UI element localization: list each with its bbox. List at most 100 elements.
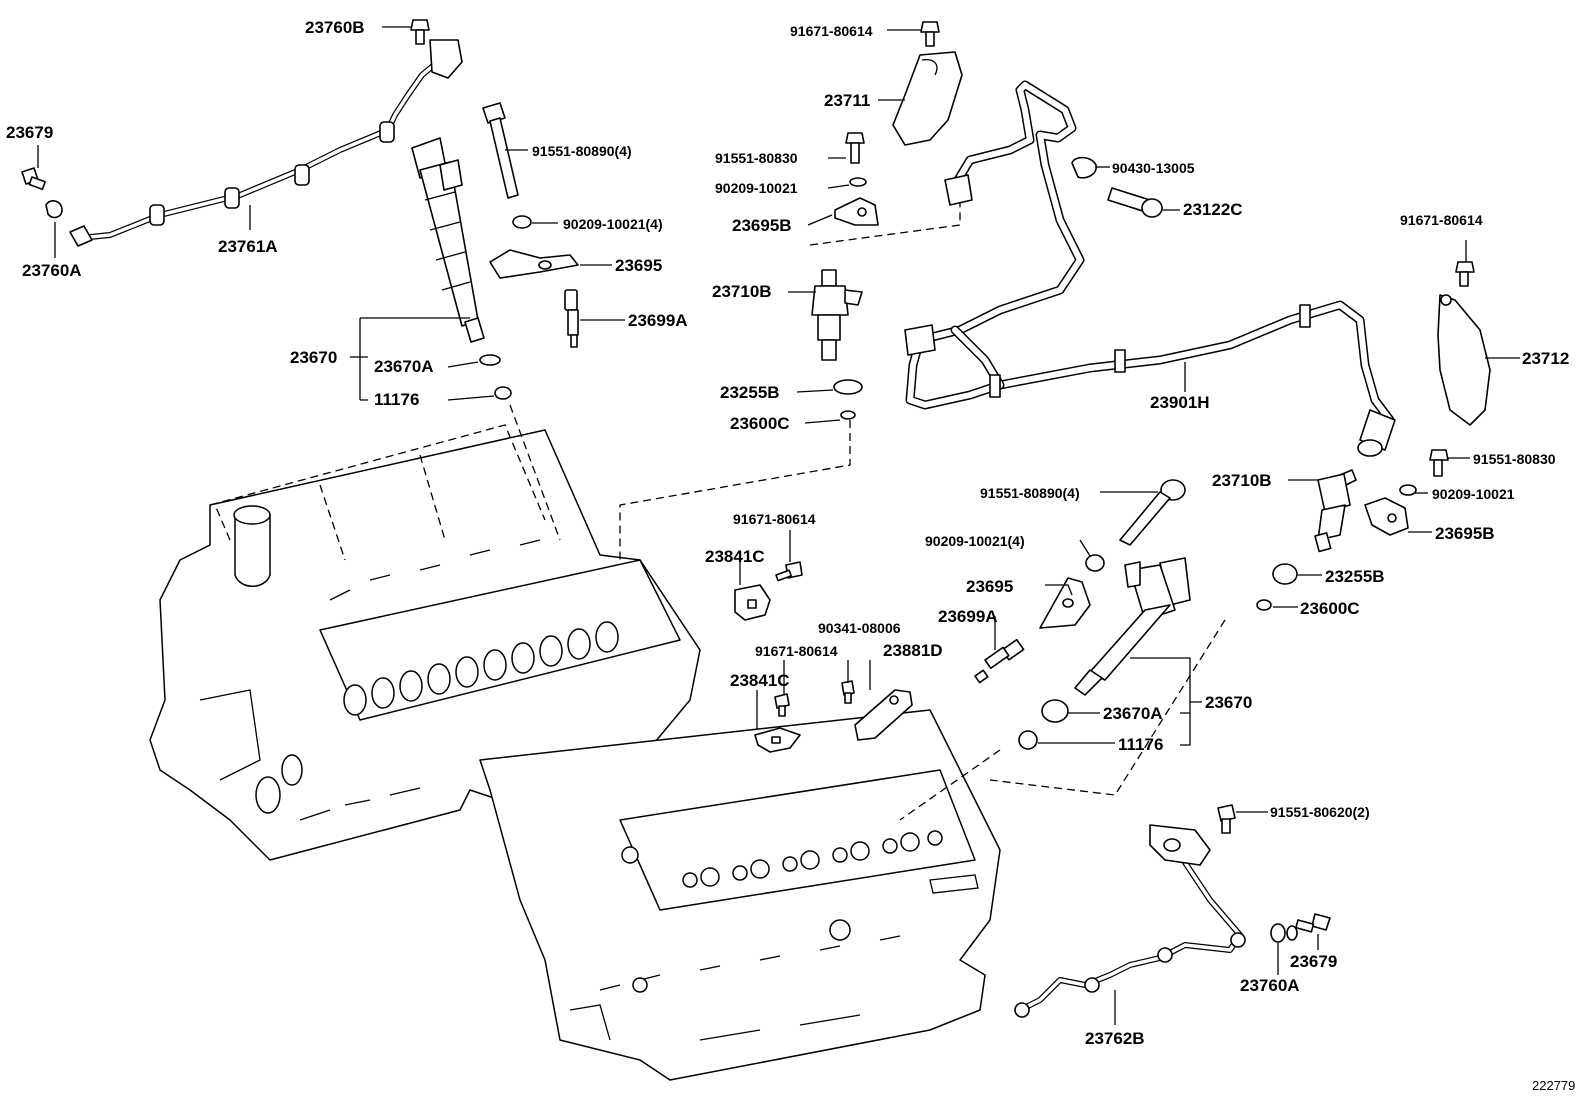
- bolt-90341-08006: [841, 680, 855, 704]
- leader-lines: [37, 26, 1520, 1025]
- gasket-11176-right: [1018, 730, 1038, 750]
- bolt-23679-left: [21, 167, 46, 191]
- callout-23679-right: 23679: [1290, 952, 1337, 971]
- callout-23699a-left: 23699A: [628, 311, 688, 330]
- bolt-23122c: [1107, 187, 1163, 218]
- clamp-23760a-left: [45, 200, 63, 219]
- diagram-id: 222779: [1532, 1078, 1575, 1093]
- callout-91551-80830-center: 91551-80830: [715, 150, 798, 166]
- washer-90209-10021-left: [512, 215, 532, 229]
- callout-23679-left: 23679: [6, 123, 53, 142]
- clamp-23695-right: [1039, 577, 1091, 629]
- sensor-23699a-left: [564, 289, 579, 348]
- callout-23122c: 23122C: [1183, 200, 1243, 219]
- injector-23670-right: [1074, 557, 1191, 696]
- hose-23901h: [904, 80, 1396, 457]
- callout-23841c-top: 23841C: [705, 547, 765, 566]
- callout-23600c-right: 23600C: [1300, 599, 1360, 618]
- callout-23600c-center: 23600C: [730, 414, 790, 433]
- wire-harness-23761a: [69, 39, 463, 247]
- washer-90209-10021-center: [849, 177, 867, 187]
- bracket-23841c-bottom: [754, 727, 801, 753]
- oring-23600c-center: [840, 410, 856, 420]
- callout-23695b-center: 23695B: [732, 216, 792, 235]
- callout-23670-right: 23670: [1205, 693, 1252, 712]
- ring-23255b-right: [1272, 563, 1298, 585]
- callout-23881d: 23881D: [883, 641, 943, 660]
- callout-23762b: 23762B: [1085, 1029, 1145, 1048]
- bolt-91671-80614-bracket-top: [775, 561, 803, 582]
- callout-91671-80614-top: 91671-80614: [790, 23, 873, 39]
- callout-23711: 23711: [824, 91, 870, 110]
- phantom-lines: [209, 200, 1226, 821]
- bolt-91551-80830-center: [845, 132, 865, 164]
- callout-23710b-right: 23710B: [1212, 471, 1272, 490]
- washer-90209-10021-right-4: [1085, 554, 1105, 572]
- callout-23670-left: 23670: [290, 348, 337, 367]
- bracket-23881d: [854, 689, 913, 741]
- bolt-23679-right: [1295, 913, 1331, 933]
- callout-23695-left: 23695: [615, 256, 662, 275]
- bolt-91551-80830-right: [1429, 449, 1449, 477]
- ring-23255b-center: [833, 379, 863, 395]
- callout-23901h: 23901H: [1150, 393, 1210, 412]
- clamp-23760a-right: [1270, 923, 1298, 943]
- right-head-ports: [682, 830, 943, 888]
- bolt-91671-80614-right: [1455, 261, 1475, 287]
- heat-shield-23711: [892, 51, 963, 146]
- callout-90209-10021-4-left: 90209-10021(4): [563, 216, 663, 232]
- wire-harness-23762b: [1014, 824, 1246, 1018]
- gasket-11176-left: [494, 386, 512, 400]
- bolt-91671-80614-top: [920, 21, 940, 47]
- callout-11176-left: 11176: [374, 390, 419, 409]
- callout-91551-80890-left: 91551-80890(4): [532, 143, 632, 159]
- callout-91671-80614-bracket-top: 91671-80614: [733, 511, 816, 527]
- callout-23760a-left: 23760A: [22, 261, 82, 280]
- sensor-23699a-right: [974, 638, 1025, 684]
- callout-23695-right: 23695: [966, 577, 1013, 596]
- callout-23255b-right: 23255B: [1325, 567, 1385, 586]
- callout-23699a-right: 23699A: [938, 607, 998, 626]
- bolt-91551-80890-left: [482, 102, 519, 199]
- bracket-23841c-top: [734, 584, 771, 621]
- callout-23761a: 23761A: [218, 237, 278, 256]
- washer-90209-10021-right: [1399, 484, 1417, 496]
- callout-91671-80614-bracket-bottom: 91671-80614: [755, 643, 838, 659]
- callout-91671-80614-right: 91671-80614: [1400, 212, 1483, 228]
- oring-23670a-right: [1041, 699, 1069, 723]
- callout-23760a-right: 23760A: [1240, 976, 1300, 995]
- callout-23841c-bottom: 23841C: [730, 671, 790, 690]
- injector-23670-left: [411, 137, 485, 343]
- callout-90209-10021-4-right: 90209-10021(4): [925, 533, 1025, 549]
- callout-23670a-right: 23670A: [1103, 704, 1163, 723]
- injector-23710b-center: [811, 269, 863, 361]
- left-head-ports: [343, 621, 619, 716]
- callout-11176-right: 11176: [1118, 735, 1163, 754]
- bracket-23695b-center: [834, 197, 879, 226]
- callout-23695b-right: 23695B: [1435, 524, 1495, 543]
- bracket-23695b-right: [1364, 497, 1409, 536]
- oring-23600c-right: [1256, 599, 1272, 611]
- bolt-91671-80614-bracket-bottom: [774, 693, 790, 717]
- heat-shield-23712: [1437, 294, 1491, 426]
- injector-23710b-right: [1314, 469, 1357, 553]
- callout-23760b: 23760B: [305, 18, 365, 37]
- callout-23710b-center: 23710B: [712, 282, 772, 301]
- callout-23712: 23712: [1522, 349, 1569, 368]
- oring-23670a-left: [479, 354, 501, 366]
- callout-23255b-center: 23255B: [720, 383, 780, 402]
- callout-90430-13005: 90430-13005: [1112, 160, 1195, 176]
- callout-90209-10021-right: 90209-10021: [1432, 486, 1515, 502]
- clamp-23695-left: [489, 249, 579, 279]
- callout-91551-80890-right: 91551-80890(4): [980, 485, 1080, 501]
- bolt-91551-80620: [1217, 804, 1236, 834]
- right-cylinder-head: [479, 709, 1001, 1081]
- clip-90430-13005: [1071, 156, 1097, 179]
- callout-91551-80830-right: 91551-80830: [1473, 451, 1556, 467]
- callout-91551-80620: 91551-80620(2): [1270, 804, 1370, 820]
- callout-23670a-left: 23670A: [374, 357, 434, 376]
- bolt-91551-80890-right: [1119, 479, 1186, 546]
